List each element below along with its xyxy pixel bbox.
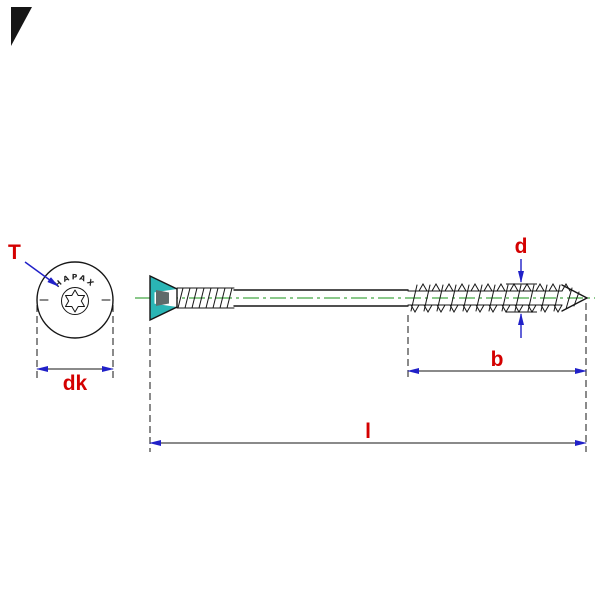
thread-line: [219, 287, 226, 309]
thread-line: [198, 287, 205, 309]
label-thread-diameter: d: [515, 235, 528, 258]
dimension-l: l: [149, 327, 587, 452]
dimension-d: d: [506, 235, 537, 338]
thread-line: [177, 287, 184, 309]
torx-recess-section: [156, 290, 169, 306]
brand-textpath: HAPAX: [53, 272, 95, 289]
tip-thread-line: [573, 291, 580, 307]
thread-line: [410, 284, 418, 312]
torx-star-icon: [65, 289, 85, 313]
tip-thread-line: [565, 287, 573, 310]
thread-crest: [483, 282, 493, 292]
head-front-view: HAPAX: [36, 261, 114, 339]
thread-line: [423, 284, 431, 312]
label-thread-length: b: [491, 348, 504, 371]
thread-line: [212, 287, 219, 309]
thread-line: [436, 284, 444, 312]
thread-crest: [444, 282, 454, 292]
thread-crest: [418, 282, 428, 292]
thread-line: [191, 287, 198, 309]
thread-line: [205, 287, 212, 309]
thread-crest: [470, 282, 480, 292]
head-cone-bottom: [150, 303, 177, 320]
thread-line: [449, 284, 457, 312]
label-total-length: l: [365, 420, 371, 443]
brand-text: HAPAX: [53, 272, 97, 289]
thread-main: [407, 282, 571, 314]
thread-crest: [457, 282, 467, 292]
thread-crest: [522, 282, 532, 292]
head-outer-circle: [36, 261, 114, 339]
tip-taper-top: [561, 284, 588, 299]
label-torx: T: [8, 241, 21, 264]
screw-tip: [561, 284, 588, 312]
screw-side-view: [149, 274, 588, 322]
dimension-b: b: [407, 303, 587, 452]
head-cone-top: [150, 276, 177, 293]
label-head-diameter: dk: [63, 372, 88, 395]
thread-line: [514, 284, 522, 312]
thread-under-head: [176, 287, 235, 309]
thread-line: [488, 284, 496, 312]
thread-crest: [535, 282, 545, 292]
corner-crop-mark: [11, 7, 32, 46]
recess-circle: [61, 287, 89, 315]
thread-crest: [496, 282, 506, 292]
thread-line: [475, 284, 483, 312]
thread-line: [553, 284, 561, 312]
head-top-band: [150, 276, 155, 320]
thread-line: [226, 287, 233, 309]
thread-crest: [548, 282, 558, 292]
thread-line: [462, 284, 470, 312]
torx-leader-arrow: [24, 261, 59, 287]
thread-line: [184, 287, 191, 309]
thread-line: [540, 284, 548, 312]
thread-crest: [509, 282, 519, 292]
thread-crest: [431, 282, 441, 292]
head-outline: [149, 274, 178, 322]
thread-line: [501, 284, 509, 312]
thread-line: [527, 284, 535, 312]
dimension-dk: dk: [36, 305, 114, 395]
